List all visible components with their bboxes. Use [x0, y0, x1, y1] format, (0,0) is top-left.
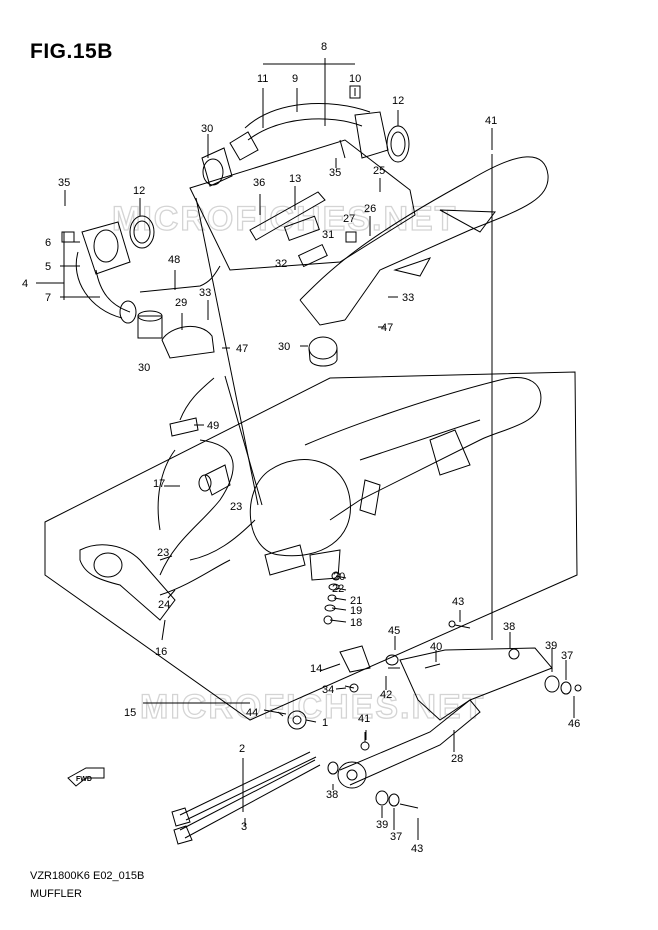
callout-35-mid: 35 — [329, 167, 341, 179]
callout-5: 5 — [45, 261, 51, 273]
callout-47-left: 47 — [236, 343, 248, 355]
callout-27: 27 — [343, 213, 355, 225]
callout-15: 15 — [124, 707, 136, 719]
callout-39-right: 39 — [545, 640, 557, 652]
drawing-linework — [36, 58, 582, 845]
callout-31: 31 — [322, 229, 334, 241]
callout-43-top: 43 — [452, 596, 464, 608]
callout-2: 2 — [239, 743, 245, 755]
callout-37-right: 37 — [561, 650, 573, 662]
callout-41-bottom: 41 — [358, 713, 370, 725]
callout-6: 6 — [45, 237, 51, 249]
callout-20: 20 — [333, 571, 345, 583]
callout-36: 36 — [253, 177, 265, 189]
callout-9: 9 — [292, 73, 298, 85]
callout-19: 19 — [350, 605, 362, 617]
callout-46: 46 — [568, 718, 580, 730]
callout-18: 18 — [350, 617, 362, 629]
callout-22: 22 — [332, 583, 344, 595]
callout-4: 4 — [22, 278, 28, 290]
callout-8: 8 — [321, 41, 327, 53]
callout-17: 17 — [153, 478, 165, 490]
callout-45: 45 — [388, 625, 400, 637]
callout-30-top: 30 — [201, 123, 213, 135]
callout-30-left: 30 — [138, 362, 150, 374]
callout-10: 10 — [349, 73, 361, 85]
callout-37-left: 37 — [390, 831, 402, 843]
callout-21: 21 — [350, 595, 362, 607]
fwd-arrow-label: FWD — [76, 776, 92, 783]
callout-23-right: 23 — [230, 501, 242, 513]
callout-32: 32 — [275, 258, 287, 270]
callout-13: 13 — [289, 173, 301, 185]
callout-44: 44 — [246, 707, 258, 719]
callout-1: 1 — [322, 717, 328, 729]
callout-35-left: 35 — [58, 177, 70, 189]
callout-48: 48 — [168, 254, 180, 266]
figure-title: FIG.15B — [30, 40, 113, 63]
callout-25: 25 — [373, 165, 385, 177]
callout-11: 11 — [257, 73, 268, 85]
callout-33-left: 33 — [199, 287, 211, 299]
callout-38-right: 38 — [503, 621, 515, 633]
callout-41-top: 41 — [485, 115, 497, 127]
callout-38-left: 38 — [326, 789, 338, 801]
callout-29: 29 — [175, 297, 187, 309]
figure-code: VZR1800K6 E02_015B — [30, 870, 145, 882]
callout-16: 16 — [155, 646, 167, 658]
watermark-top: MICROFICHES.NET — [112, 200, 457, 238]
callout-24: 24 — [158, 599, 170, 611]
callout-3: 3 — [241, 821, 247, 833]
callout-49: 49 — [207, 420, 219, 432]
callout-42: 42 — [380, 689, 392, 701]
callout-34: 34 — [322, 684, 334, 696]
callout-30-mid: 30 — [278, 341, 290, 353]
figure-name: MUFFLER — [30, 888, 82, 900]
callout-28: 28 — [451, 753, 463, 765]
callout-33-right: 33 — [402, 292, 414, 304]
callout-23-left: 23 — [157, 547, 169, 559]
watermark-bottom: MICROFICHES.NET — [140, 688, 485, 726]
callout-12-top: 12 — [392, 95, 404, 107]
callout-39-left: 39 — [376, 819, 388, 831]
callout-26: 26 — [364, 203, 376, 215]
callout-40: 40 — [430, 641, 442, 653]
callout-numbers: 8 11 9 10 12 30 41 35 35 36 13 25 12 26 … — [22, 41, 580, 855]
callout-14: 14 — [310, 663, 322, 675]
callout-43-bottom: 43 — [411, 843, 423, 855]
callout-47-right: 47 — [381, 322, 393, 334]
callout-12-left: 12 — [133, 185, 145, 197]
callout-7: 7 — [45, 292, 51, 304]
